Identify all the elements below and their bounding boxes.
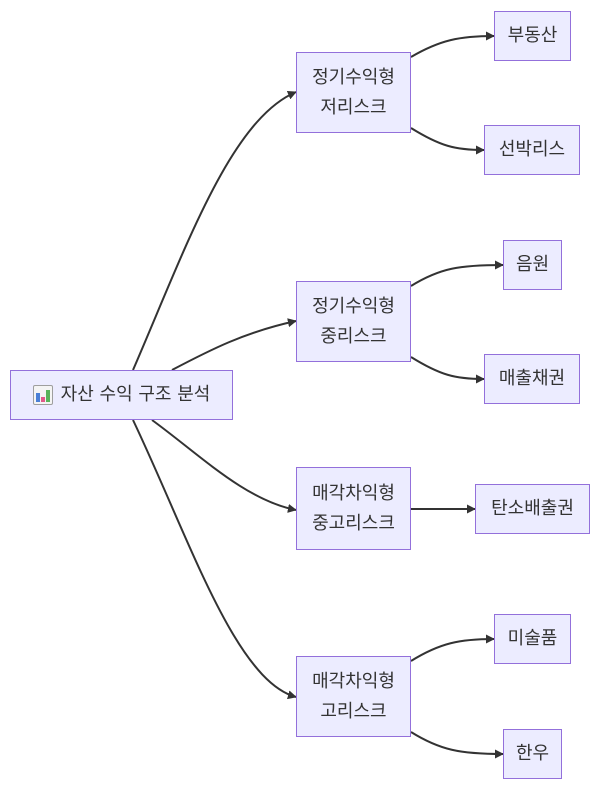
edges bbox=[132, 31, 504, 759]
root-label: 자산 수익 구조 분석 bbox=[60, 384, 211, 405]
edge-root-to-category-1 bbox=[132, 91, 297, 371]
leaf-node-real-estate[interactable]: 부동산 bbox=[494, 11, 571, 61]
category-1-line-2: 저리스크 bbox=[320, 96, 387, 118]
leaf-label: 한우 bbox=[515, 743, 550, 764]
edge-root-to-category-4 bbox=[132, 419, 297, 700]
leaf-label: 선박리스 bbox=[498, 139, 566, 160]
leaf-node-hanwoo[interactable]: 한우 bbox=[503, 729, 562, 779]
edge-root-to-category-3 bbox=[151, 419, 297, 513]
bar-chart-icon bbox=[32, 385, 53, 405]
category-node-3[interactable]: 매각차익형 중고리스크 bbox=[296, 467, 411, 550]
leaf-label: 음원 bbox=[515, 254, 550, 275]
leaf-node-music-royalty[interactable]: 음원 bbox=[503, 240, 562, 290]
edge-category-4-to-child-2 bbox=[410, 731, 504, 759]
category-1-line-1: 정기수익형 bbox=[312, 66, 395, 88]
category-3-line-2: 중고리스크 bbox=[312, 512, 395, 534]
edge-category-1-to-child-2 bbox=[410, 127, 485, 155]
leaf-node-ship-lease[interactable]: 선박리스 bbox=[484, 125, 580, 175]
category-2-line-1: 정기수익형 bbox=[312, 295, 395, 317]
leaf-label: 미술품 bbox=[507, 628, 558, 649]
edge-category-2-to-child-1 bbox=[410, 260, 504, 287]
edge-category-1-to-child-1 bbox=[410, 31, 495, 58]
leaf-label: 부동산 bbox=[507, 25, 558, 46]
category-4-line-2: 고리스크 bbox=[320, 700, 387, 722]
category-node-4[interactable]: 매각차익형 고리스크 bbox=[296, 656, 411, 737]
leaf-label: 탄소배출권 bbox=[491, 498, 574, 519]
edge-root-to-category-2 bbox=[171, 318, 297, 371]
leaf-label: 매출채권 bbox=[498, 368, 566, 389]
category-3-line-1: 매각차익형 bbox=[312, 482, 395, 504]
category-4-line-1: 매각차익형 bbox=[312, 670, 395, 692]
leaf-node-carbon-credit[interactable]: 탄소배출권 bbox=[475, 484, 590, 534]
category-2-line-2: 중리스크 bbox=[320, 325, 387, 347]
edge-category-2-to-child-2 bbox=[410, 356, 485, 384]
leaf-node-artwork[interactable]: 미술품 bbox=[494, 614, 571, 664]
leaf-node-receivables[interactable]: 매출채권 bbox=[484, 354, 580, 404]
category-node-2[interactable]: 정기수익형 중리스크 bbox=[296, 281, 411, 362]
category-node-1[interactable]: 정기수익형 저리스크 bbox=[296, 52, 411, 133]
edge-category-4-to-child-1 bbox=[410, 634, 495, 662]
root-node[interactable]: 자산 수익 구조 분석 bbox=[10, 370, 233, 420]
